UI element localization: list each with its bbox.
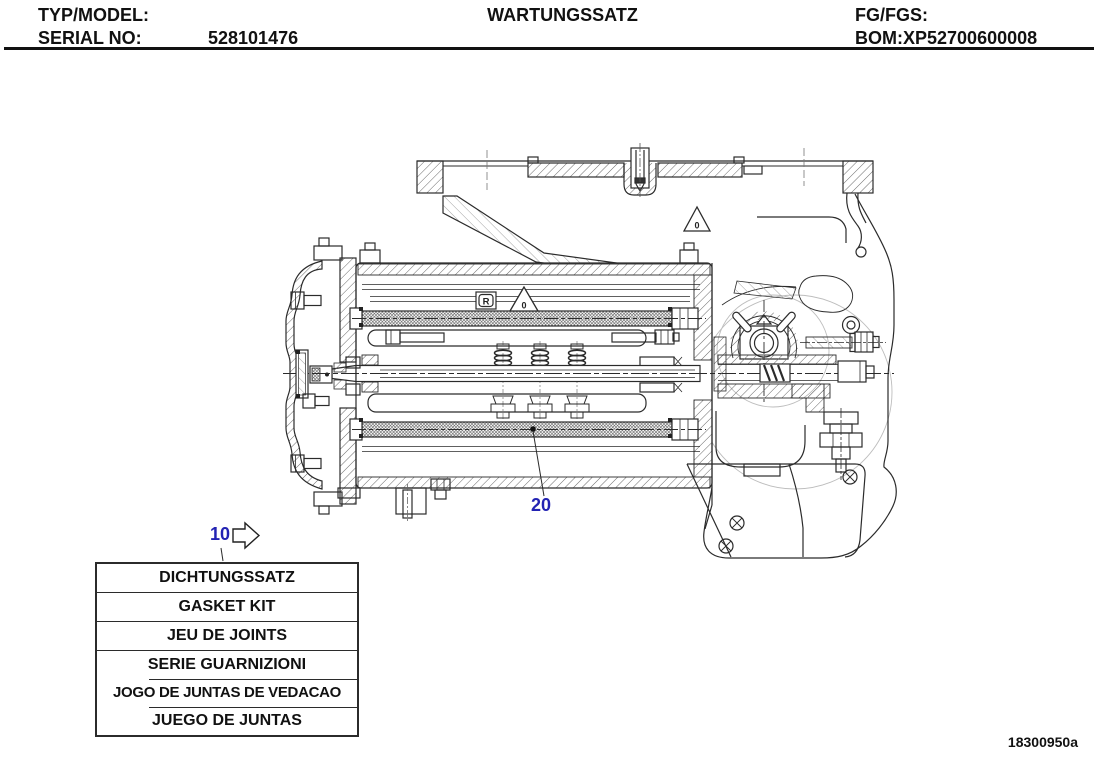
fg-fgs-label: FG/FGS: [855,5,928,25]
drive-shaft [283,354,894,396]
bom-label: BOM: [855,28,903,48]
upper-rotor [349,307,706,330]
serial-no-label: SERIAL NO: [38,28,142,48]
warning-triangle-mid-icon [508,285,540,312]
zero-marker-top-label: 0 [694,221,699,231]
callout-20: 20 [531,495,552,515]
foot-bracket [686,463,866,558]
table-row: GASKET KIT [97,592,357,621]
callout-10: 10 [210,524,231,544]
r-marker [475,291,497,310]
zero-marker-mid-label: 0 [521,301,526,311]
table-row: SERIE GUARNIZIONI [97,650,357,679]
table-row: JOGO DE JUNTAS DE VEDACAO [97,679,357,707]
gear-housing [703,193,897,559]
typ-model-label: TYP/MODEL: [38,5,149,25]
table-row: DICHTUNGSSATZ [159,569,295,586]
table-row: JUEGO DE JUNTAS [97,707,357,735]
bearing-trays [367,329,683,413]
page-title: WARTUNGSSATZ [487,5,638,25]
warning-triangle-top-icon [682,205,712,232]
bottom-fasteners [337,478,451,522]
leader-line-20 [530,426,545,497]
mount-screw-icons [718,469,858,554]
lower-rotor [349,418,706,441]
gasket-kit-table: DICHTUNGSSATZ GASKET KIT JEU DE JOINTS S… [95,562,359,737]
drawing-number: 18300950a [1007,734,1078,750]
serial-no-value: 528101476 [208,28,299,48]
drain-valve [791,383,863,480]
table-row: JEU DE JOINTS [97,621,357,650]
arrow-10-icon [232,521,261,550]
bom-value: XP52700600008 [903,28,1038,48]
leader-line-10 [220,547,224,562]
top-mounting-bracket [416,143,874,258]
r-marker-label: R [483,297,490,308]
inlet-funnel [442,195,847,275]
header-rule [4,47,1094,50]
left-end-cap [285,237,343,515]
